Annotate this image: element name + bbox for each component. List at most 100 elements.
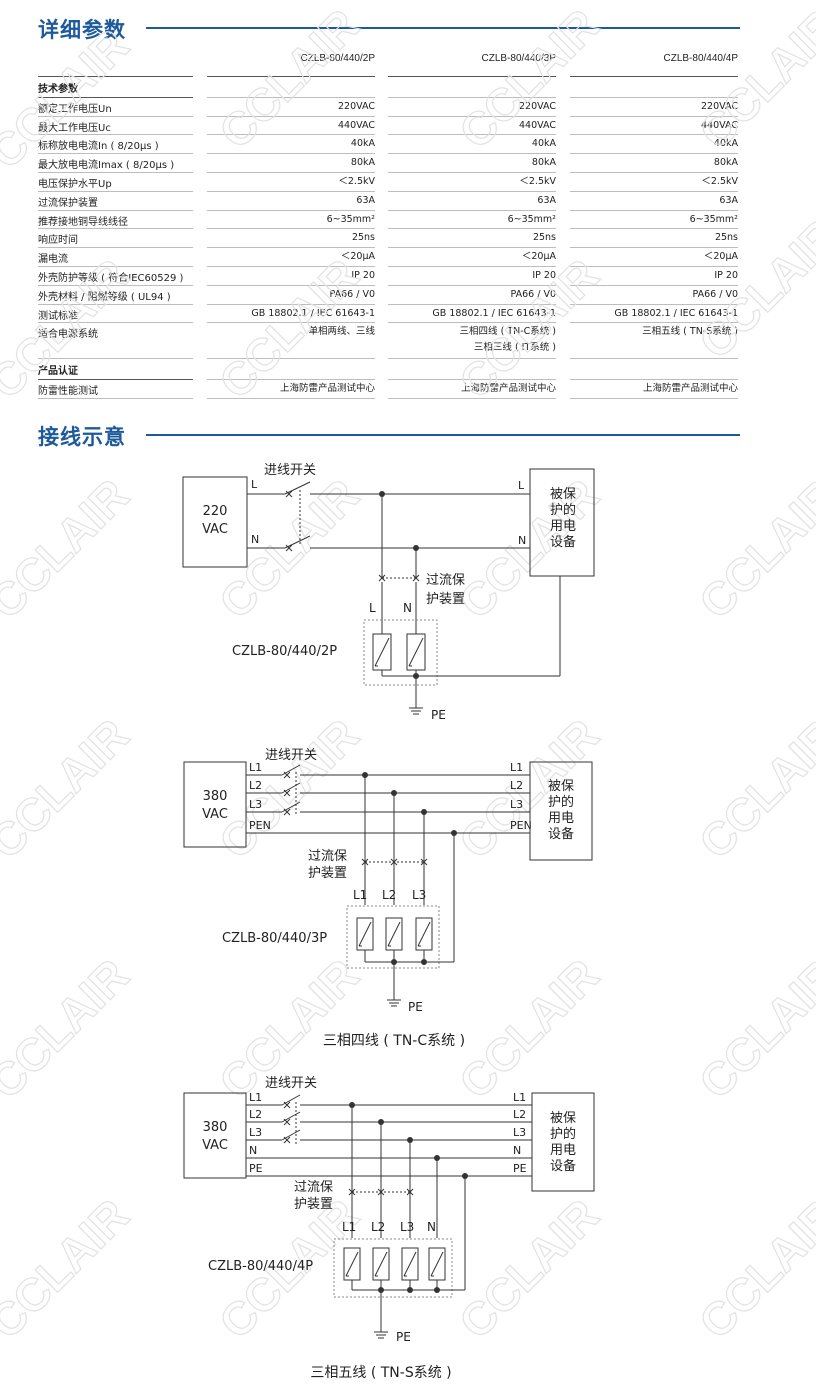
- model-label: CZLB-80/440/4P: [208, 1259, 313, 1274]
- spec-value-line: ＜2.5kV: [519, 176, 556, 187]
- row-rule: [388, 228, 556, 230]
- spec-value: 80kA: [568, 155, 738, 171]
- column-header: CZLB-80/440/3P: [481, 53, 557, 64]
- spec-value-line: IP 20: [714, 270, 738, 281]
- row-rule: [207, 247, 375, 249]
- spec-value: 63A: [386, 193, 556, 209]
- line-label: N: [513, 1144, 521, 1157]
- row-rule: [570, 190, 738, 192]
- varistor-slash: [358, 921, 372, 947]
- source-box: [182, 476, 248, 568]
- varistor-slash: [417, 921, 431, 947]
- line-label: L1: [510, 761, 523, 774]
- spec-value-line: IP 20: [351, 270, 375, 281]
- row-rule: [388, 398, 556, 399]
- spec-value-line: ＜20μA: [340, 251, 375, 263]
- spec-value-line: 220VAC: [519, 100, 556, 112]
- spec-value: 63A: [568, 193, 738, 209]
- spec-value: ＜20μA: [205, 249, 375, 265]
- device-label: 被保: [550, 487, 576, 502]
- source-label: 380: [203, 789, 228, 804]
- spec-label: 推荐接地铜导线线径: [38, 216, 128, 228]
- row-rule: [570, 322, 738, 324]
- row-rule: [207, 379, 375, 381]
- row-rule: [570, 358, 738, 360]
- watermark: CCLAIR: [448, 0, 609, 159]
- row-rule: [570, 266, 738, 267]
- source-label: VAC: [202, 522, 228, 537]
- watermark-text: CCLAIR: [449, 249, 609, 409]
- junction-dot: [407, 1287, 413, 1293]
- row-rule: [388, 190, 556, 192]
- spec-value: GB 18802.1 / IEC 61643-1: [205, 306, 375, 322]
- row-rule: [38, 398, 193, 399]
- spec-value: ＜2.5kV: [386, 174, 556, 190]
- row-rule: [388, 115, 556, 117]
- watermark-text: CCLAIR: [449, 1189, 609, 1349]
- spec-value-line: 40kA: [531, 138, 556, 150]
- pe-label: PE: [408, 1000, 423, 1014]
- watermark: CCLAIR: [0, 708, 139, 869]
- watermark-text: CCLAIR: [0, 709, 139, 869]
- row-rule: [207, 266, 375, 267]
- switch-contact: [284, 535, 311, 549]
- spec-label: 额定工作电压Un: [38, 103, 112, 115]
- section-title-specs: 详细参数: [38, 18, 126, 42]
- line-label: L1: [249, 761, 262, 774]
- watermark: CCLAIR: [448, 948, 609, 1109]
- spec-label: 外壳防护等级 ( 符合IEC60529 ): [38, 273, 184, 284]
- ocp-label: 护装置: [308, 866, 347, 881]
- cross-mark: [283, 789, 291, 797]
- row-rule: [207, 398, 375, 399]
- watermark: CCLAIR: [688, 0, 816, 159]
- spec-value: 6~35mm²: [568, 212, 738, 228]
- line-label: PEN: [249, 819, 271, 832]
- row-rule: [38, 172, 193, 173]
- spec-value: 6~35mm²: [205, 212, 375, 228]
- spec-value: IP 20: [568, 268, 738, 284]
- cross-mark: [285, 544, 293, 552]
- spec-value-line: 三相四线 ( TN-C系统 ): [459, 326, 556, 338]
- watermark-text: CCLAIR: [689, 949, 816, 1109]
- device-label: 设备: [548, 826, 574, 842]
- spec-value: 440VAC: [568, 118, 738, 134]
- spec-label: 防雷性能测试: [38, 386, 98, 398]
- watermark: CCLAIR: [688, 208, 816, 369]
- source-box: [183, 1092, 247, 1179]
- spec-value-line: ＜20μA: [703, 251, 738, 263]
- cross-mark: [283, 1101, 291, 1109]
- row-rule: [388, 247, 556, 249]
- row-rule: [388, 303, 556, 305]
- diagram-caption: 三相四线 ( TN-C系统 ): [323, 1033, 465, 1049]
- section-rule: [146, 434, 740, 436]
- source-label: VAC: [202, 807, 228, 822]
- line-label: L1: [513, 1091, 526, 1104]
- spec-value: ＜2.5kV: [205, 174, 375, 190]
- row-rule: [207, 209, 375, 211]
- varistor-slash: [430, 1251, 444, 1277]
- watermark: CCLAIR: [0, 1188, 139, 1349]
- row-rule: [38, 284, 193, 286]
- spec-value: PA66 / V0: [386, 287, 557, 303]
- line-label: PE: [513, 1162, 527, 1175]
- varistor-slash: [345, 1251, 359, 1277]
- watermark-text: CCLAIR: [689, 0, 816, 159]
- spec-value-line: ＜20μA: [521, 251, 556, 263]
- row-rule: [38, 358, 193, 360]
- device-label: 被保: [548, 779, 574, 794]
- device-box: [529, 761, 593, 861]
- spd-pin-label: L3: [400, 1220, 414, 1234]
- spec-value: 6~35mm²: [386, 212, 556, 228]
- row-rule: [207, 358, 375, 360]
- watermark: CCLAIR: [688, 468, 816, 629]
- spec-value-line: 220VAC: [701, 100, 738, 112]
- ocp-label: 过流保: [294, 1180, 333, 1195]
- spec-value-line: 63A: [356, 194, 375, 206]
- column-header: CZLB-80/440/4P: [663, 53, 739, 64]
- switch-contact: [284, 481, 311, 495]
- spec-value-line: 63A: [719, 194, 738, 206]
- diagram-caption: 三相五线 ( TN-S系统 ): [310, 1365, 451, 1381]
- spec-value-line: 40kA: [350, 138, 375, 150]
- line-label: L2: [249, 1108, 262, 1121]
- row-rule: [388, 209, 556, 211]
